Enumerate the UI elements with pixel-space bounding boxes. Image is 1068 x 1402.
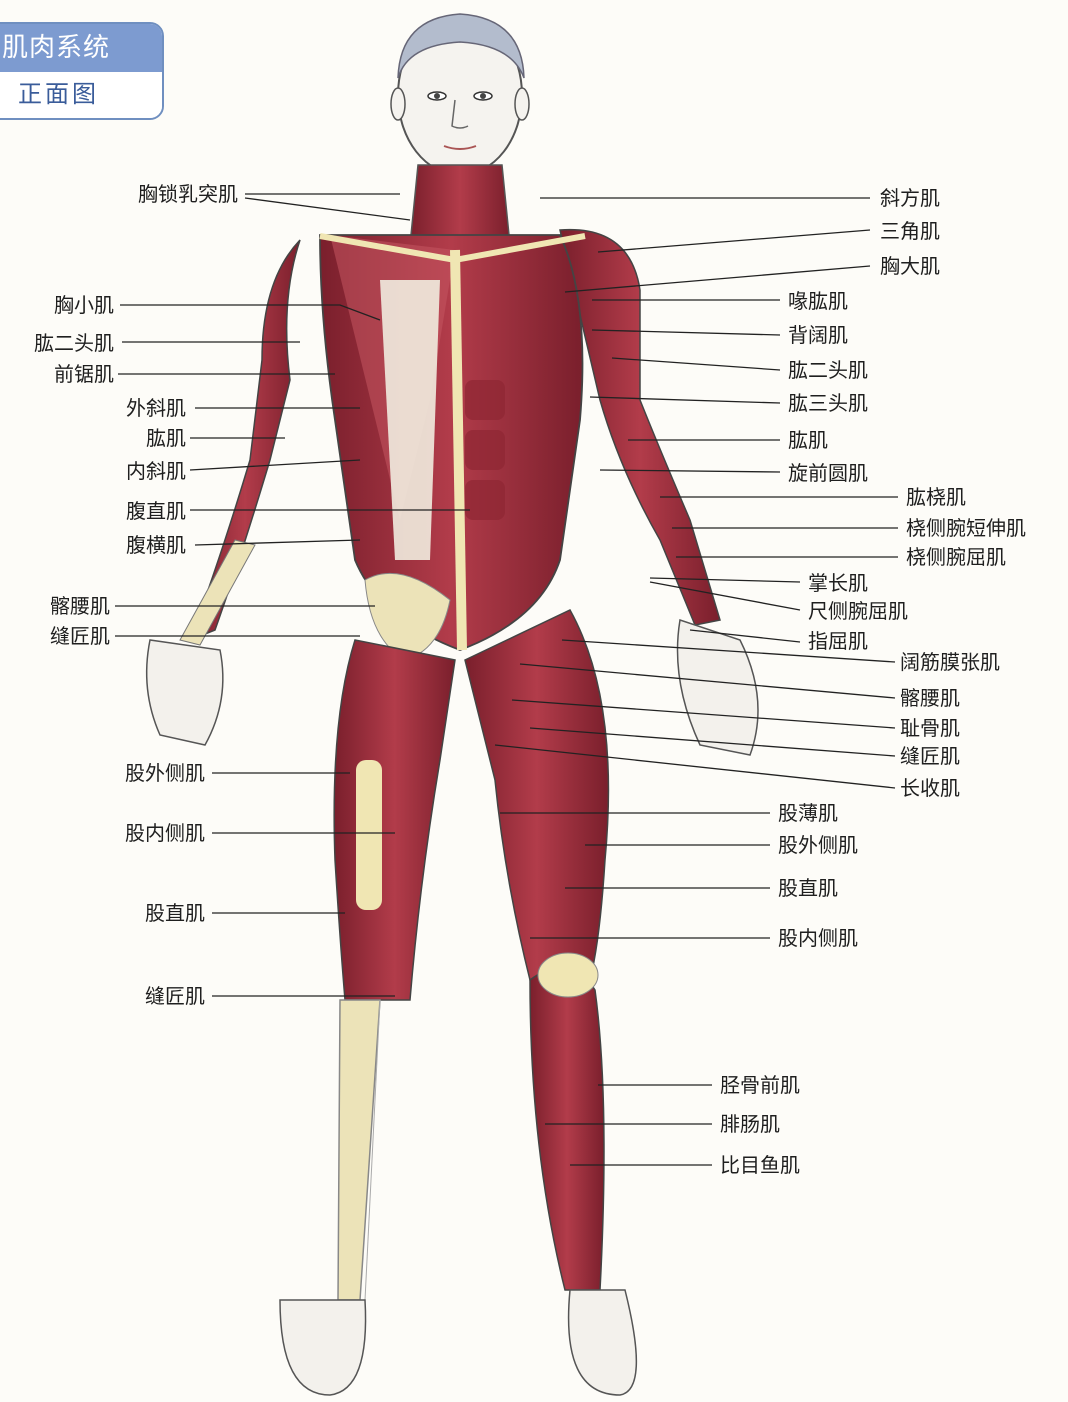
torso [320,235,585,660]
left-leg [280,640,455,1395]
label-internal-oblique: 内斜肌 [126,459,186,483]
label-rectus-femoris-right: 股直肌 [778,876,838,900]
label-tibialis-anterior: 胫骨前肌 [720,1073,800,1097]
label-serratus-anterior: 前锯肌 [54,362,114,386]
head [391,14,529,175]
label-sternocleidomastoid: 胸锁乳突肌 [138,182,238,206]
label-vastus-lateralis-right: 股外侧肌 [778,833,858,857]
label-triceps: 肱三头肌 [788,391,868,415]
label-gastrocnemius: 腓肠肌 [720,1112,780,1136]
label-rectus-abdominis: 腹直肌 [126,499,186,523]
label-biceps-right: 肱二头肌 [788,358,868,382]
label-gracilis: 股薄肌 [778,801,838,825]
label-vastus-lateralis-left: 股外侧肌 [125,761,205,785]
left-arm [147,240,300,745]
label-finger-flexors: 指屈肌 [808,629,868,653]
label-latissimus-dorsi: 背阔肌 [788,323,848,347]
neck [410,165,510,245]
label-pronator-teres: 旋前圆肌 [788,461,868,485]
label-sartorius-right: 缝匠肌 [900,744,960,768]
label-brachialis-left: 肱肌 [146,426,186,450]
label-brachialis-right: 肱肌 [788,428,828,452]
label-tensor-fasciae-latae: 阔筋膜张肌 [900,650,1000,674]
label-biceps-left: 肱二头肌 [34,331,114,355]
label-brachioradialis: 肱桡肌 [906,485,966,509]
label-flexor-carpi-ulnaris: 尺侧腕屈肌 [808,599,908,623]
label-palmaris-longus: 掌长肌 [808,571,868,595]
label-iliopsoas-right: 髂腰肌 [900,686,960,710]
label-pectoralis-minor: 胸小肌 [54,293,114,317]
label-external-oblique: 外斜肌 [126,396,186,420]
label-coracobrachialis: 喙肱肌 [788,289,848,313]
label-pectineus: 耻骨肌 [900,716,960,740]
label-pectoralis-major: 胸大肌 [880,254,940,278]
label-trapezius: 斜方肌 [880,186,940,210]
label-rectus-femoris-left: 股直肌 [145,901,205,925]
label-adductor-longus: 长收肌 [900,776,960,800]
label-transversus-abdominis: 腹横肌 [126,533,186,557]
label-flexor-carpi-radialis: 桡侧腕屈肌 [906,545,1006,569]
label-vastus-medialis-right: 股内侧肌 [778,926,858,950]
label-vastus-medialis-left: 股内侧肌 [125,821,205,845]
label-ext-carpi-radialis-brevis: 桡侧腕短伸肌 [906,516,1026,540]
label-sartorius-left-lower: 缝匠肌 [145,984,205,1008]
right-leg [465,610,636,1395]
label-sartorius-left-upper: 缝匠肌 [50,624,110,648]
label-soleus: 比目鱼肌 [720,1153,800,1177]
label-deltoid: 三角肌 [880,219,940,243]
label-iliopsoas-left: 髂腰肌 [50,594,110,618]
